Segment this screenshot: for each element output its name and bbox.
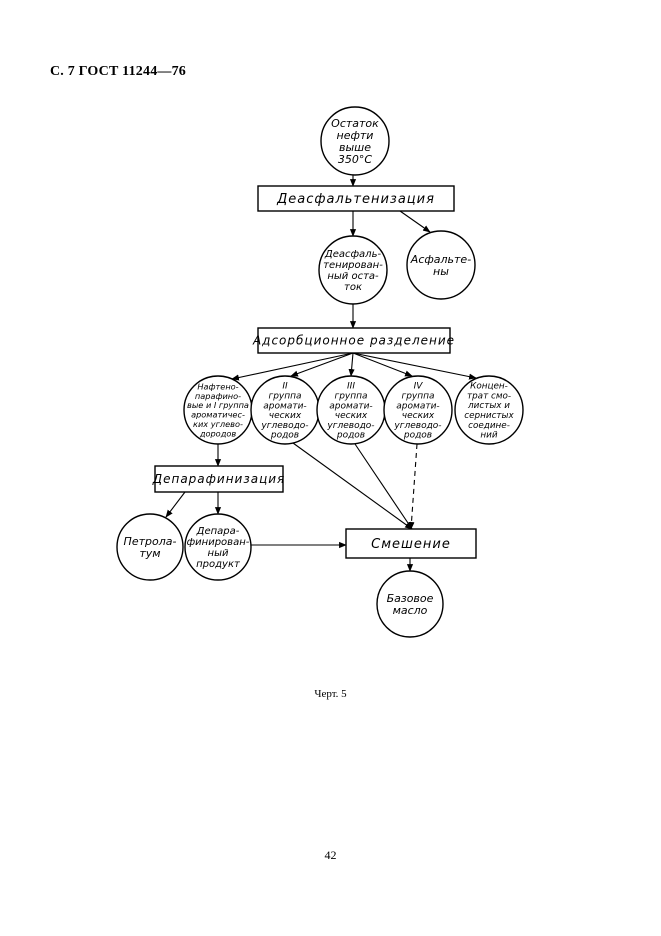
edge-group-4-to-mixing [411, 444, 417, 529]
node-group-1-label: дородов [199, 428, 237, 438]
node-adsorption-label: Адсорбционное разделение [252, 334, 455, 348]
node-residue: Остатокнефтивыше350°С [321, 107, 389, 175]
node-base-oil-label: масло [393, 604, 428, 617]
node-mixing-label: Смешение [371, 537, 451, 552]
page-number: 42 [0, 848, 661, 863]
edge-deasphalting-to-asphaltenes [400, 211, 430, 232]
node-group-2: IIгруппааромати-ческихуглеводо-родов [251, 376, 319, 444]
node-group-2-label: ческих [269, 411, 302, 421]
node-group-4-label: ческих [402, 411, 435, 421]
node-dewaxed-label: продукт [196, 559, 241, 570]
node-group-4-label: группа [401, 391, 434, 401]
node-group-3-label: аромати- [329, 401, 372, 411]
node-deasphalting: Деасфальтенизация [258, 186, 454, 211]
node-group-4: IVгруппааромати-ческихуглеводо-родов [384, 376, 452, 444]
node-dewaxed: Депара-финирован-ныйпродукт [185, 514, 251, 580]
node-group-4-label: углеводо- [393, 421, 441, 431]
node-group-4-label: аромати- [396, 401, 439, 411]
node-deasph-residue-label: тенирован- [323, 260, 383, 271]
node-concentrate: Концен-трат смо-листых исернистыхсоедине… [455, 376, 523, 444]
node-group-3-label: родов [336, 431, 365, 441]
node-concentrate-label: трат смо- [467, 391, 511, 401]
node-petrolatum: Петрола-тум [117, 514, 183, 580]
node-dewaxed-label: Депара- [196, 526, 240, 537]
node-deasph-residue: Деасфаль-тенирован-ный оста-ток [319, 236, 387, 304]
node-deasphalting-label: Деасфальтенизация [276, 192, 435, 207]
node-concentrate-label: Концен- [470, 382, 508, 392]
node-group-4-label: родов [403, 431, 432, 441]
node-group-3-label: ческих [335, 411, 368, 421]
node-dewaxed-label: финирован- [187, 537, 250, 548]
edge-adsorption-to-group-4 [353, 353, 412, 376]
node-group-2-label: родов [270, 431, 299, 441]
node-concentrate-label: соедине- [468, 421, 510, 431]
edge-adsorption-to-concentrate [353, 353, 476, 378]
edge-adsorption-to-group-3 [351, 353, 353, 376]
node-group-3-label: III [347, 382, 355, 392]
node-group-3-label: углеводо- [326, 421, 374, 431]
node-group-2-label: группа [268, 391, 301, 401]
node-group-3-label: группа [334, 391, 367, 401]
node-concentrate-label: ний [480, 431, 497, 441]
node-asphaltenes-label: ны [433, 265, 449, 278]
node-group-2-label: углеводо- [260, 421, 308, 431]
node-dewaxed-label: ный [208, 548, 229, 559]
edge-group-2-to-mixing [293, 443, 412, 529]
node-group-2-label: аромати- [263, 401, 306, 411]
node-group-4-label: IV [414, 382, 424, 392]
node-concentrate-label: листых и [467, 401, 510, 411]
node-base-oil: Базовоемасло [377, 571, 443, 637]
node-group-1: Нафтено-парафино-вые и I группаароматиче… [184, 376, 252, 444]
node-deasph-residue-label: Деасфаль- [324, 249, 382, 260]
node-dewaxing-label: Депарафинизация [152, 472, 286, 486]
node-asphaltenes: Асфальте-ны [407, 231, 475, 299]
node-group-3: IIIгруппааромати-ческихуглеводо-родов [317, 376, 385, 444]
node-concentrate-label: сернистых [464, 411, 514, 421]
node-petrolatum-label: тум [139, 547, 160, 560]
edge-group-3-to-mixing [355, 444, 412, 529]
node-residue-label: 350°С [338, 153, 372, 166]
node-group-2-label: II [282, 382, 288, 392]
edge-dewaxing-to-petrolatum [166, 492, 185, 517]
node-mixing: Смешение [346, 529, 476, 558]
figure-caption: Черт. 5 [0, 688, 661, 700]
node-dewaxing: Депарафинизация [152, 466, 286, 492]
node-deasph-residue-label: ток [344, 282, 362, 293]
node-adsorption: Адсорбционное разделение [252, 328, 455, 353]
node-deasph-residue-label: ный оста- [327, 271, 379, 282]
